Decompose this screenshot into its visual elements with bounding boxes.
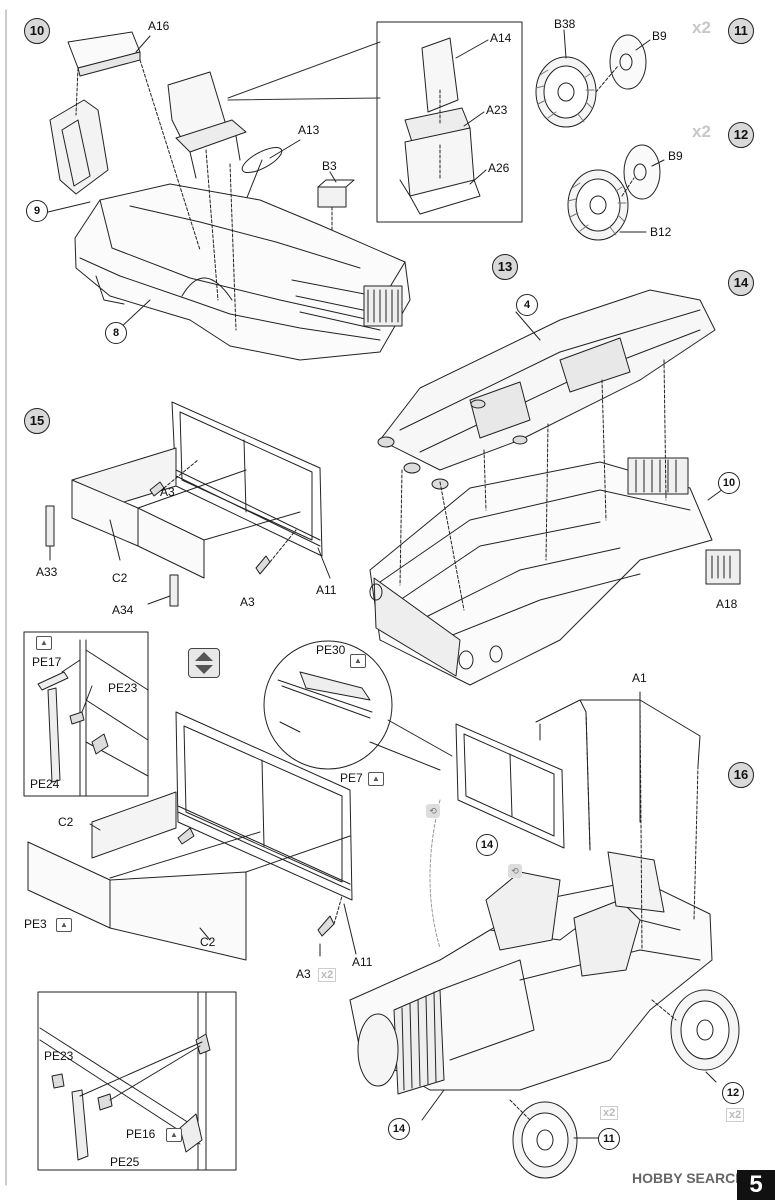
inset-seat-detail <box>227 21 523 223</box>
step15-windshield <box>45 401 331 607</box>
part-label: B9 <box>668 149 683 163</box>
part-label: A26 <box>488 161 510 175</box>
part-label: PE25 <box>110 1155 140 1169</box>
part-label: PE23 <box>108 681 138 695</box>
part-label: B9 <box>652 29 667 43</box>
part-label: A23 <box>486 103 508 117</box>
swap-orientation-icon <box>188 648 220 678</box>
part-label: A3 <box>240 595 255 609</box>
photo-etch-icon: ▲ <box>56 918 72 932</box>
quantity-multiplier: x2 <box>692 122 711 141</box>
inset-pe-bracket-top <box>23 631 149 797</box>
sub-assembly-4-bubble: 4 <box>516 294 538 316</box>
step16-jeep <box>349 691 740 1179</box>
part-label: A11 <box>352 955 373 969</box>
sub-assembly-10-bubble: 10 <box>718 472 740 494</box>
quantity-multiplier: x2 <box>692 18 711 37</box>
part-label: A34 <box>112 603 134 617</box>
step-number-14: 14 <box>728 270 754 296</box>
part-label: A1 <box>632 671 647 685</box>
photo-etch-icon: ▲ <box>36 636 52 650</box>
part-label: PE17 <box>32 655 62 669</box>
step12-wheel <box>567 144 665 241</box>
photo-etch-icon: ▲ <box>350 654 366 668</box>
page-number: 5 <box>737 1170 775 1200</box>
step-number-16: 16 <box>728 762 754 788</box>
part-label: A18 <box>716 597 738 611</box>
step-number-12: 12 <box>728 122 754 148</box>
sub-assembly-8-bubble: 8 <box>105 322 127 344</box>
part-label: PE16 <box>126 1127 156 1141</box>
inset-pe30-circle <box>263 640 453 771</box>
watermark: HOBBY SEARCH <box>632 1170 746 1186</box>
part-label: PE23 <box>44 1049 74 1063</box>
quantity-multiplier: x2 <box>726 1108 745 1122</box>
step-number-10: 10 <box>24 18 50 44</box>
part-label: A13 <box>298 123 320 137</box>
part-label: B12 <box>650 225 672 239</box>
step10-drawing <box>47 31 411 361</box>
part-label: B3 <box>322 159 337 173</box>
part-label: B38 <box>554 17 576 31</box>
photo-etch-icon: ▲ <box>166 1128 182 1142</box>
quantity-multiplier: x2 <box>600 1106 619 1120</box>
part-label: A3 <box>296 967 311 981</box>
sub-assembly-12-bubble: 12 <box>722 1082 744 1104</box>
step-number-13: 13 <box>492 254 518 280</box>
inset-pe-bracket-bottom <box>37 991 237 1171</box>
part-label: PE3 <box>24 917 47 931</box>
sub-assembly-9-bubble: 9 <box>26 200 48 222</box>
rotate-view-icon: ⟲ <box>508 864 522 878</box>
sub-assembly-14-bubble: 14 <box>476 834 498 856</box>
part-label: C2 <box>112 571 128 585</box>
step14-chassis <box>369 289 741 686</box>
part-label: PE24 <box>30 777 60 791</box>
part-label: A3 <box>160 485 175 499</box>
rotate-view-icon: ⟲ <box>426 804 440 818</box>
part-label: A14 <box>490 31 512 45</box>
sub-assembly-11-bubble: 11 <box>598 1128 620 1150</box>
quantity-multiplier: x2 <box>318 968 337 982</box>
step-number-15: 15 <box>24 408 50 434</box>
part-label: C2 <box>58 815 74 829</box>
part-label: A33 <box>36 565 58 579</box>
sub-assembly-14-bubble: 14 <box>388 1118 410 1140</box>
part-label: C2 <box>200 935 216 949</box>
part-label: PE7 <box>340 771 363 785</box>
part-label: PE30 <box>316 643 346 657</box>
part-label: A11 <box>316 583 337 597</box>
part-label: A16 <box>148 19 170 33</box>
photo-etch-icon: ▲ <box>368 772 384 786</box>
step11-wheel <box>535 29 651 128</box>
step-number-11: 11 <box>728 18 754 44</box>
windshield-pe-variant <box>27 711 357 961</box>
